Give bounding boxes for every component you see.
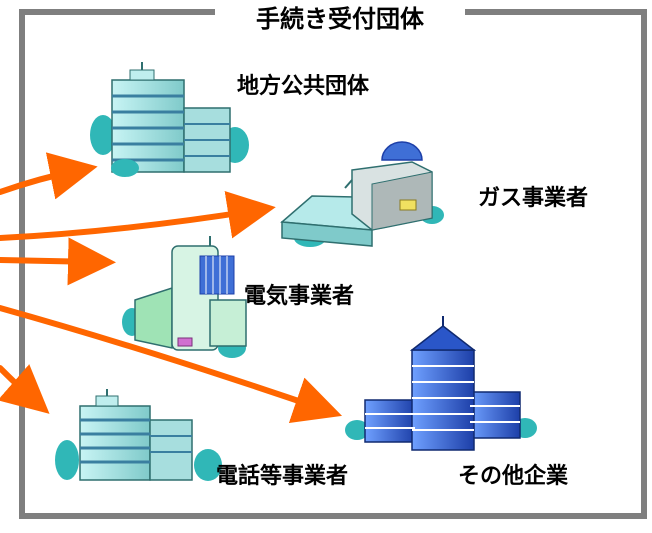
arrow-to-other-company [0, 305, 343, 423]
panel-title: 手続き受付団体 [215, 2, 465, 36]
label-telecom-company: 電話等事業者 [216, 464, 349, 489]
panel-frame [19, 9, 647, 519]
electric-company-building-icon [122, 236, 247, 358]
arrow-to-electric-company [0, 237, 116, 286]
arrow-to-gas-company [0, 191, 276, 241]
gas-company-building-icon [280, 141, 444, 247]
local-government-building-icon [90, 62, 249, 177]
label-local-government: 地方公共団体 [237, 74, 370, 99]
label-electric-company: 電気事業者 [244, 284, 355, 309]
label-gas-company: ガス事業者 [478, 186, 589, 211]
telecom-company-building-icon [55, 389, 222, 481]
arrow-to-telecom-company [0, 364, 50, 414]
label-other-company: その他企業 [458, 464, 569, 489]
other-company-building-icon [345, 316, 537, 451]
flow-arrows [0, 152, 343, 423]
arrow-to-local-government [0, 152, 98, 200]
